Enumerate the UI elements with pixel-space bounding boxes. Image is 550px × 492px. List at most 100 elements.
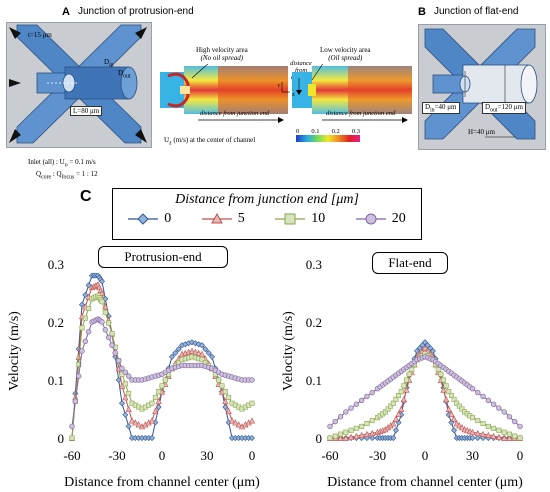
dout-label-a: Dout [118,69,131,80]
data-point [172,349,179,356]
x-tick-label: 0 [159,448,166,463]
colorbar-tick-2: 0.2 [331,128,340,135]
data-point [398,405,405,412]
y-tick-label: 0 [58,431,65,446]
data-point [495,433,502,440]
x-axis-label: Distance from channel center (μm) [64,475,260,490]
legend-label-0: 0 [164,211,172,226]
data-point [118,400,126,407]
data-point [469,434,476,442]
data-point [392,415,400,422]
din-label-b: Din=40 μm [422,102,460,115]
velocity-field-simulations [160,64,412,123]
data-point [102,309,108,315]
protrusion-junction-drawing [9,24,147,144]
data-point [475,418,481,424]
series-20 [327,354,523,430]
data-point [86,305,92,311]
data-point [228,417,236,424]
data-point [192,348,199,355]
data-point [506,431,512,437]
data-point [475,389,481,396]
data-point [474,429,481,437]
data-point [248,417,256,424]
legend-marker-2 [275,213,306,225]
data-point [148,434,156,442]
x-tick-label: -60 [63,448,80,463]
legend-label-3: 20 [391,211,406,226]
y-axis-label: Velocity (m/s) [281,311,296,391]
data-point [112,350,119,356]
legend-item-2: 10 [275,211,325,227]
y-tick-label: 0.1 [48,373,64,388]
data-point [222,389,228,395]
data-point [512,418,518,425]
data-point [76,362,82,368]
data-point [400,396,407,403]
series-line [329,353,521,439]
data-point [479,430,487,438]
x-axis-label: Distance from channel center (μm) [327,475,523,490]
series-line [71,283,253,439]
legend-item-1: 5 [201,211,245,227]
series-10 [327,351,523,441]
thickness-label: t=15 μm [28,31,52,39]
data-point [337,434,344,441]
data-point [109,331,115,337]
legend-marker-1 [201,213,232,224]
data-point [155,397,162,405]
data-point [208,353,216,360]
data-point [496,427,502,433]
legend-marker-3 [355,213,386,225]
data-point [85,328,92,335]
data-point [102,327,109,333]
data-point [392,427,399,434]
data-point [364,421,370,427]
data-point [450,415,458,422]
data-point [132,419,139,426]
data-point [390,400,396,406]
dout-label-b: Dout=120 μm [482,102,526,115]
data-point [501,429,507,435]
data-point [69,423,75,430]
data-point [451,427,458,434]
series-10 [69,293,255,441]
data-point [506,434,513,441]
data-point [69,435,75,441]
uz-caption: Uz (m/s) at the center of channel [164,136,256,147]
data-point [480,393,486,400]
y-tick-label: 0 [316,431,323,446]
data-point [342,434,349,441]
data-point [75,373,82,379]
x-tick-label: -30 [369,448,386,463]
data-point [79,325,85,331]
data-point [248,434,256,442]
data-point [456,403,462,409]
data-point [122,394,129,401]
data-point [232,419,239,426]
data-point [390,420,397,427]
data-point [348,433,355,440]
data-point [395,410,402,417]
data-point [438,371,444,377]
data-point [443,383,449,389]
x-tick-label: 30 [466,448,479,463]
data-point [202,346,209,353]
x-tick-label: -60 [321,448,338,463]
series-5 [68,281,256,441]
data-point [395,419,402,426]
data-point [82,291,89,298]
data-point [403,386,410,393]
data-point [401,383,407,389]
panel-letter-a: A [62,6,70,18]
data-point [348,427,354,433]
data-point [398,389,404,395]
data-point [226,394,232,400]
data-point [99,319,105,325]
h-label: H=40 μm [468,128,495,136]
chart-title-protrusion: Protrusion-end [98,246,228,268]
axis-r-label: r [278,82,281,89]
data-point [125,373,132,379]
data-point [358,397,365,404]
